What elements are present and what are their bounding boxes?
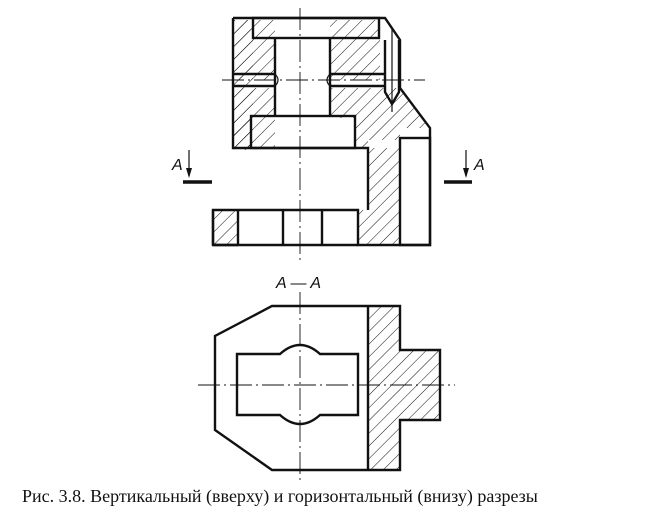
vertical-section-view: A A bbox=[171, 8, 485, 262]
hatched-areas bbox=[213, 20, 430, 245]
horizontal-section-view: A — A bbox=[198, 275, 455, 482]
plan-outline bbox=[213, 304, 442, 472]
section-mark-left: A bbox=[171, 150, 212, 184]
section-label-left: A bbox=[171, 157, 183, 174]
section-title: A — A bbox=[275, 275, 321, 292]
hatched-areas-bottom bbox=[368, 306, 440, 470]
center-lines-top bbox=[222, 8, 425, 262]
figure-caption: Рис. 3.8. Вертикальный (вверху) и горизо… bbox=[22, 486, 538, 506]
center-lines-bottom bbox=[198, 292, 455, 482]
section-mark-right: A bbox=[444, 150, 485, 184]
body-outline bbox=[211, 16, 432, 247]
section-label-right: A bbox=[473, 157, 485, 174]
